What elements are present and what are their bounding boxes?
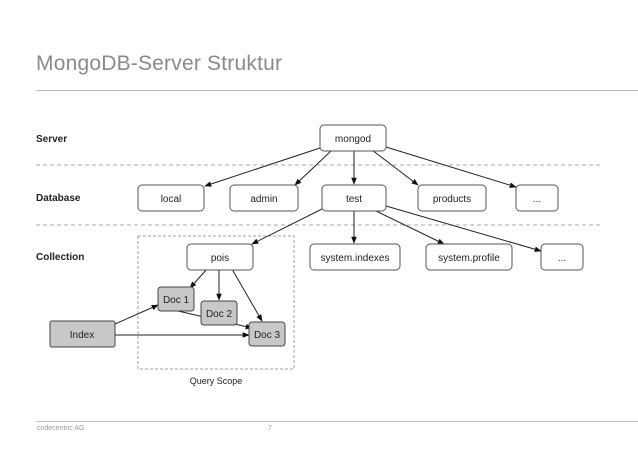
- node-products-label: products: [433, 194, 471, 205]
- node-pois-label: pois: [211, 253, 229, 264]
- node-index: Index: [49, 320, 116, 348]
- node-db-more-label: ...: [533, 194, 541, 205]
- node-test-label: test: [346, 194, 362, 205]
- node-doc3: Doc 3: [248, 321, 286, 347]
- edge-test-pois: [251, 208, 323, 245]
- node-doc2-label: Doc 2: [206, 309, 233, 320]
- edge-mongod-products: [371, 149, 419, 186]
- edge-index-doc1: [114, 304, 159, 325]
- edge-mongod-db-more: [385, 146, 517, 188]
- footer-page-number: 7: [268, 425, 272, 432]
- title-divider: [36, 90, 638, 91]
- node-coll-more: ...: [540, 243, 584, 271]
- edge-mongod-local: [204, 147, 321, 187]
- node-mongod-label: mongod: [335, 134, 371, 145]
- page-title: MongoDB-Server Struktur: [36, 52, 283, 75]
- node-admin-label: admin: [250, 194, 277, 205]
- edge-pois-doc1: [189, 268, 208, 289]
- node-local-label: local: [161, 194, 182, 205]
- node-doc1-label: Doc 1: [163, 295, 190, 306]
- node-coll-more-label: ...: [558, 253, 566, 264]
- node-mongod: mongod: [319, 124, 387, 152]
- level-label-server: Server: [36, 134, 67, 145]
- edge-mongod-admin: [294, 149, 333, 186]
- edges: [114, 146, 542, 338]
- query-scope-box: [137, 235, 295, 370]
- node-system-profile: system.profile: [425, 243, 513, 271]
- node-system-indexes: system.indexes: [309, 243, 401, 271]
- footer-company: codecentric AG: [37, 425, 85, 432]
- node-system-profile-label: system.profile: [438, 253, 500, 264]
- node-doc3-label: Doc 3: [254, 330, 281, 341]
- level-label-database: Database: [36, 193, 81, 204]
- node-pois: pois: [186, 243, 254, 271]
- query-scope-label: Query Scope: [190, 376, 243, 386]
- footer-divider: [36, 421, 638, 422]
- node-test: test: [321, 184, 387, 212]
- node-products: products: [417, 184, 487, 212]
- node-db-more: ...: [515, 184, 559, 212]
- edge-pois-doc3: [231, 268, 263, 322]
- level-label-collection: Collection: [36, 252, 84, 263]
- edge-test-system-profile: [373, 209, 445, 245]
- node-local: local: [137, 184, 205, 212]
- edge-test-coll-more: [385, 205, 542, 252]
- node-admin: admin: [229, 184, 299, 212]
- node-doc2: Doc 2: [200, 300, 238, 326]
- node-index-label: Index: [70, 330, 94, 341]
- node-system-indexes-label: system.indexes: [321, 253, 390, 264]
- node-doc1: Doc 1: [157, 286, 195, 312]
